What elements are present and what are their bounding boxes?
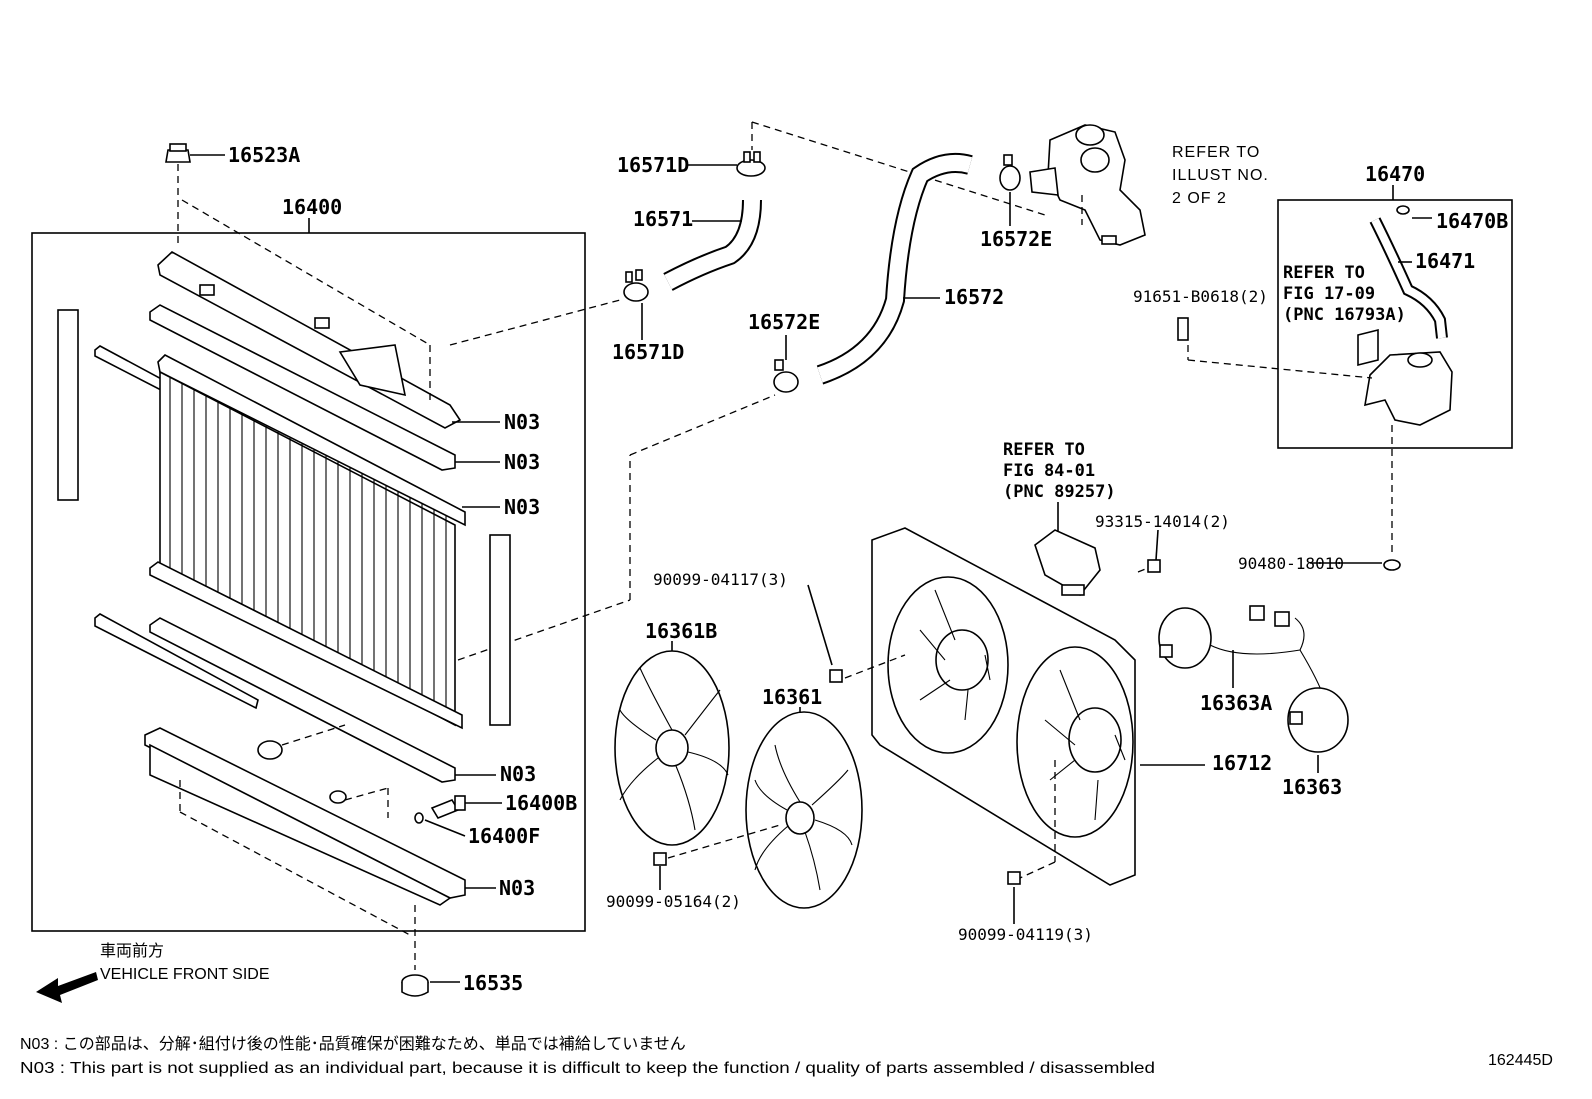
- lower-gasket: [149, 617, 456, 783]
- callout-16572e-mid: 16572E: [748, 310, 820, 334]
- refer-fig8401-line2: FIG 84-01: [1003, 461, 1095, 481]
- callout-16400b: 16400B: [505, 791, 577, 815]
- clamp-16572e-top: [999, 154, 1021, 191]
- callout-n03-2: N03: [504, 450, 540, 474]
- motor-harness: [1209, 605, 1326, 701]
- lower-seal: [94, 613, 259, 710]
- clamp-16572e-mid: [773, 359, 799, 393]
- water-outlet-housing: [1029, 124, 1146, 246]
- screw-90099-04117: [829, 669, 843, 683]
- bolt-91651: [1177, 317, 1189, 341]
- o-ring-16400f: [414, 812, 424, 824]
- note-n03-jp: N03 : この部品は、分解･組付け後の性能･品質確保が困難なため、単品では補給…: [20, 1035, 686, 1053]
- callout-n03-4: N03: [500, 762, 536, 786]
- left-side-seal: [57, 309, 79, 501]
- upper-gasket: [149, 304, 456, 471]
- callout-16571d-bottom: 16571D: [612, 340, 684, 364]
- fan-motor-16363a: [1158, 607, 1212, 669]
- fan-motor-16363: [1287, 687, 1349, 753]
- callout-16471: 16471: [1415, 249, 1475, 273]
- lower-tank: [144, 727, 466, 906]
- refer-fig8401-line3: (PNC 89257): [1003, 482, 1116, 502]
- radiator-cap-16523a: [165, 143, 191, 163]
- clamp-16571d-top: [736, 151, 766, 177]
- callout-n03-1: N03: [504, 410, 540, 434]
- clamp-16571d-bottom: [623, 269, 649, 302]
- right-side-seal: [489, 534, 511, 726]
- hose-16571: [663, 199, 762, 291]
- callout-16363a: 16363A: [1200, 691, 1272, 715]
- callout-90099-05164: 90099-05164(2): [606, 892, 741, 911]
- nut-90099-05164: [653, 852, 667, 866]
- reservoir-hose-16471: [1369, 217, 1448, 339]
- callout-91651: 91651-B0618(2): [1133, 287, 1268, 306]
- reservoir-assembly-frame: [1277, 199, 1513, 449]
- clip-16470b: [1396, 205, 1410, 215]
- vehicle-front-label-jp: 車両前方: [100, 942, 164, 960]
- callout-16400f: 16400F: [468, 824, 540, 848]
- vehicle-front-arrow-icon: [36, 972, 98, 1003]
- callout-93315: 93315-14014(2): [1095, 512, 1230, 531]
- reservoir-label: [1357, 328, 1379, 367]
- callout-16572e-top: 16572E: [980, 227, 1052, 251]
- fan-16361b: [614, 650, 730, 846]
- callout-16571d-top: 16571D: [617, 153, 689, 177]
- callout-16712: 16712: [1212, 751, 1272, 775]
- callout-16361: 16361: [762, 685, 822, 709]
- illustration-id: 162445D: [1488, 1052, 1553, 1069]
- radiator-core: [149, 354, 466, 730]
- refer-fig1709-line2: FIG 17-09: [1283, 284, 1375, 304]
- fan-16361: [745, 711, 863, 909]
- callout-16470: 16470: [1365, 162, 1425, 186]
- callout-16363: 16363: [1282, 775, 1342, 799]
- refer-fig8401-line1: REFER TO: [1003, 440, 1085, 460]
- fan-shroud-16712: [871, 527, 1136, 886]
- refer-fig1709-line1: REFER TO: [1283, 263, 1365, 283]
- callout-16400: 16400: [282, 195, 342, 219]
- refer-illust-line1: REFER TO: [1172, 144, 1260, 161]
- screw-90099-04119: [1007, 871, 1021, 885]
- callout-16535: 16535: [463, 971, 523, 995]
- upper-tank: [157, 251, 462, 429]
- callout-90480: 90480-18010: [1238, 554, 1344, 573]
- grommet-90480: [1383, 559, 1401, 571]
- vehicle-front-label-en: VEHICLE FRONT SIDE: [100, 966, 270, 983]
- refer-illust-line2: ILLUST NO.: [1172, 167, 1269, 184]
- callout-n03-5: N03: [499, 876, 535, 900]
- callout-16571: 16571: [633, 207, 693, 231]
- callout-90099-04117: 90099-04117(3): [653, 570, 788, 589]
- note-n03-en: N03 : This part is not supplied as an in…: [20, 1060, 1155, 1077]
- fan-controller: [1034, 529, 1101, 597]
- callout-n03-3: N03: [504, 495, 540, 519]
- drain-cock-16400b: [430, 795, 466, 819]
- callout-16470b: 16470B: [1436, 209, 1508, 233]
- bushing-16535: [401, 974, 429, 997]
- callout-16572: 16572: [944, 285, 1004, 309]
- refer-fig1709-line3: (PNC 16793A): [1283, 305, 1406, 325]
- reservoir-tank: [1364, 351, 1453, 426]
- bolt-93315: [1147, 559, 1161, 573]
- callout-16361b: 16361B: [645, 619, 717, 643]
- hose-16572: [816, 153, 973, 385]
- callout-16523a: 16523A: [228, 143, 300, 167]
- callout-90099-04119: 90099-04119(3): [958, 925, 1093, 944]
- refer-illust-line3: 2 OF 2: [1172, 190, 1227, 207]
